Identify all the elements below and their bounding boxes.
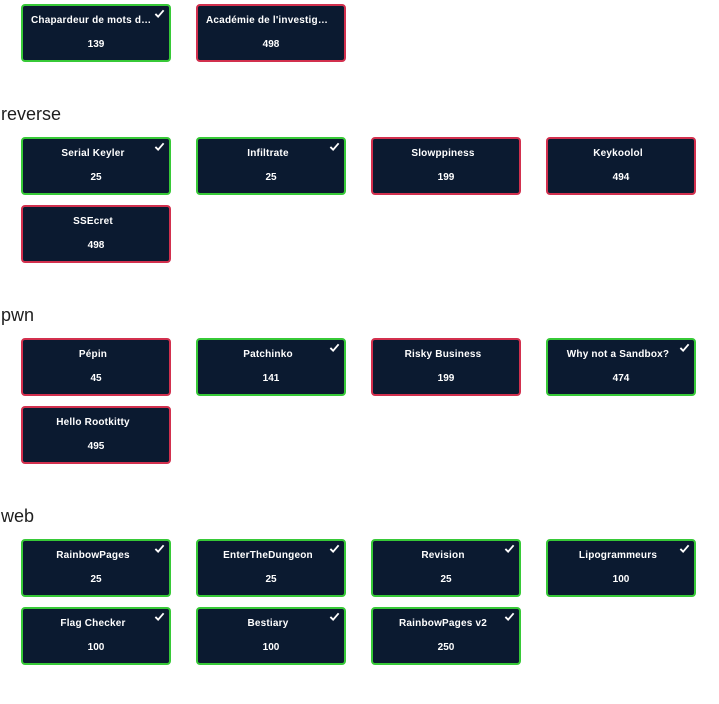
category-title: reverse	[1, 104, 62, 124]
challenge-card[interactable]: Serial Keyler 25	[21, 137, 171, 195]
challenge-card[interactable]: RainbowPages v2 250	[371, 607, 521, 665]
check-icon	[329, 343, 340, 353]
challenge-card[interactable]: Chapardeur de mots de p… 139	[21, 4, 171, 62]
challenge-points: 199	[437, 172, 455, 183]
challenge-card[interactable]: RainbowPages 25	[21, 539, 171, 597]
challenge-name: Infiltrate	[247, 148, 289, 159]
challenge-name: EnterTheDungeon	[223, 550, 313, 561]
challenge-name: Bestiary	[247, 618, 289, 629]
check-icon	[679, 544, 690, 554]
challenge-points: 100	[87, 642, 105, 653]
challenge-card[interactable]: Pépin 45	[21, 338, 171, 396]
challenge-card[interactable]: Slowppiness 199	[371, 137, 521, 195]
check-icon	[154, 612, 165, 622]
challenge-name: Pépin	[78, 349, 108, 360]
challenge-card[interactable]: Hello Rootkitty 495	[21, 406, 171, 464]
challenge-card[interactable]: Lipogrammeurs 100	[546, 539, 696, 597]
challenge-card[interactable]: Infiltrate 25	[196, 137, 346, 195]
check-icon	[504, 544, 515, 554]
challenge-name: SSEcret	[73, 216, 113, 227]
challenge-points: 141	[262, 373, 280, 384]
challenge-name: Revision	[421, 550, 465, 561]
challenge-points: 25	[440, 574, 452, 585]
check-icon	[154, 9, 165, 19]
check-icon	[154, 544, 165, 554]
category-title: web	[1, 506, 35, 526]
challenge-points: 498	[87, 240, 105, 251]
challenge-points: 25	[265, 574, 277, 585]
challenge-points: 100	[612, 574, 630, 585]
challenge-points: 45	[90, 373, 102, 384]
check-icon	[154, 142, 165, 152]
challenge-name: Keykoolol	[593, 148, 643, 159]
challenge-card[interactable]: Revision 25	[371, 539, 521, 597]
challenge-points: 199	[437, 373, 455, 384]
challenge-points: 25	[90, 574, 102, 585]
category-title: pwn	[1, 305, 35, 325]
challenge-name: Académie de l'investigati…	[206, 15, 330, 26]
challenge-name: RainbowPages	[56, 550, 130, 561]
challenge-name: Hello Rootkitty	[56, 417, 130, 428]
challenge-points: 25	[90, 172, 102, 183]
challenge-points: 474	[612, 373, 630, 384]
challenge-card[interactable]: Risky Business 199	[371, 338, 521, 396]
check-icon	[504, 612, 515, 622]
challenge-points: 100	[262, 642, 280, 653]
challenge-name: Patchinko	[243, 349, 293, 360]
challenge-card[interactable]: Académie de l'investigati… 498	[196, 4, 346, 62]
check-icon	[329, 544, 340, 554]
challenge-name: RainbowPages v2	[398, 618, 488, 629]
challenge-name: Lipogrammeurs	[578, 550, 658, 561]
check-icon	[329, 612, 340, 622]
challenge-name: Serial Keyler	[61, 148, 125, 159]
challenge-points: 250	[437, 642, 455, 653]
challenge-card[interactable]: Keykoolol 494	[546, 137, 696, 195]
challenge-name: Why not a Sandbox?	[566, 349, 670, 360]
challenge-points: 25	[265, 172, 277, 183]
challenge-card[interactable]: Flag Checker 100	[21, 607, 171, 665]
challenge-name: Flag Checker	[60, 618, 126, 629]
challenge-card[interactable]: Why not a Sandbox? 474	[546, 338, 696, 396]
challenge-card[interactable]: Patchinko 141	[196, 338, 346, 396]
check-icon	[329, 142, 340, 152]
challenge-points: 494	[612, 172, 630, 183]
challenge-points: 495	[87, 441, 105, 452]
challenge-points: 139	[87, 39, 105, 50]
challenge-points: 498	[262, 39, 280, 50]
challenge-card[interactable]: EnterTheDungeon 25	[196, 539, 346, 597]
challenge-name: Slowppiness	[411, 148, 475, 159]
challenge-name: Chapardeur de mots de p…	[31, 15, 155, 26]
check-icon	[679, 343, 690, 353]
challenge-name: Risky Business	[404, 349, 482, 360]
challenge-card[interactable]: SSEcret 498	[21, 205, 171, 263]
challenge-card[interactable]: Bestiary 100	[196, 607, 346, 665]
